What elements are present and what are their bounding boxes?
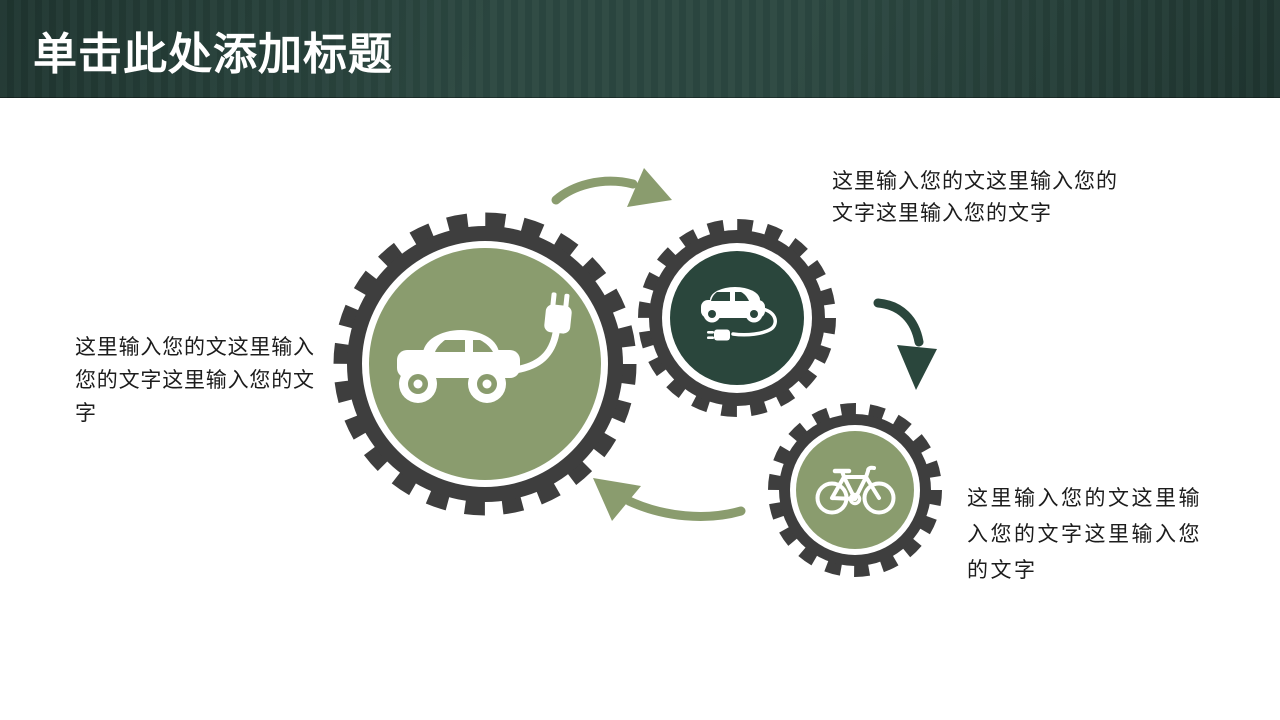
charging-cable bbox=[511, 329, 560, 374]
bike-handlebar bbox=[864, 465, 876, 479]
arrow-head bbox=[627, 168, 672, 207]
plug-icon bbox=[544, 292, 572, 334]
electric-car-plug-icon bbox=[397, 292, 572, 403]
gear-medium-teeth bbox=[638, 219, 836, 417]
arrow-head bbox=[593, 478, 641, 521]
car-wheel-rear bbox=[703, 305, 721, 323]
gear-large[interactable] bbox=[333, 212, 637, 516]
car-window-rear bbox=[711, 292, 730, 301]
gear-small-teeth bbox=[768, 403, 942, 577]
car-window-rear bbox=[435, 340, 465, 352]
car-window-front bbox=[735, 292, 749, 301]
bike-frame bbox=[830, 469, 881, 501]
curved-arrow-top[interactable] bbox=[551, 168, 672, 207]
car-wheel-front bbox=[468, 365, 506, 403]
text-placeholder-left[interactable]: 这里输入您的文这里输入您的文字这里输入您的文字 bbox=[75, 336, 315, 425]
plug-icon bbox=[707, 329, 730, 341]
arrow-tail bbox=[873, 298, 924, 347]
title-bar: 单击此处添加标题 bbox=[0, 0, 1280, 98]
car-window-front bbox=[473, 340, 493, 352]
text-placeholder-top-right[interactable]: 这里输入您的文这里输入您的文字这里输入您的文字 bbox=[832, 170, 1118, 225]
car-wheel-rear bbox=[399, 365, 437, 403]
curved-arrow-bottom[interactable] bbox=[593, 478, 746, 521]
gear-small-circle bbox=[796, 431, 914, 549]
curved-arrow-right[interactable] bbox=[873, 298, 937, 390]
arrow-tail bbox=[551, 176, 638, 205]
arrow-tail bbox=[624, 496, 746, 521]
gear-small[interactable] bbox=[768, 403, 942, 577]
bike-crank bbox=[848, 492, 862, 506]
bike-wheel-front bbox=[862, 481, 896, 515]
bicycle-icon bbox=[815, 465, 896, 515]
arrow-head bbox=[897, 345, 937, 390]
gear-medium[interactable] bbox=[638, 219, 836, 417]
slide-title-placeholder[interactable]: 单击此处添加标题 bbox=[33, 30, 393, 79]
car-wheel-front bbox=[745, 305, 763, 323]
car-charging-cable-icon bbox=[701, 287, 777, 341]
text-placeholder-bottom-right[interactable]: 这里输入您的文这里输入您的文字这里输入您的文字 bbox=[967, 487, 1202, 582]
charging-cable bbox=[731, 307, 777, 337]
gear-large-teeth bbox=[333, 212, 637, 516]
